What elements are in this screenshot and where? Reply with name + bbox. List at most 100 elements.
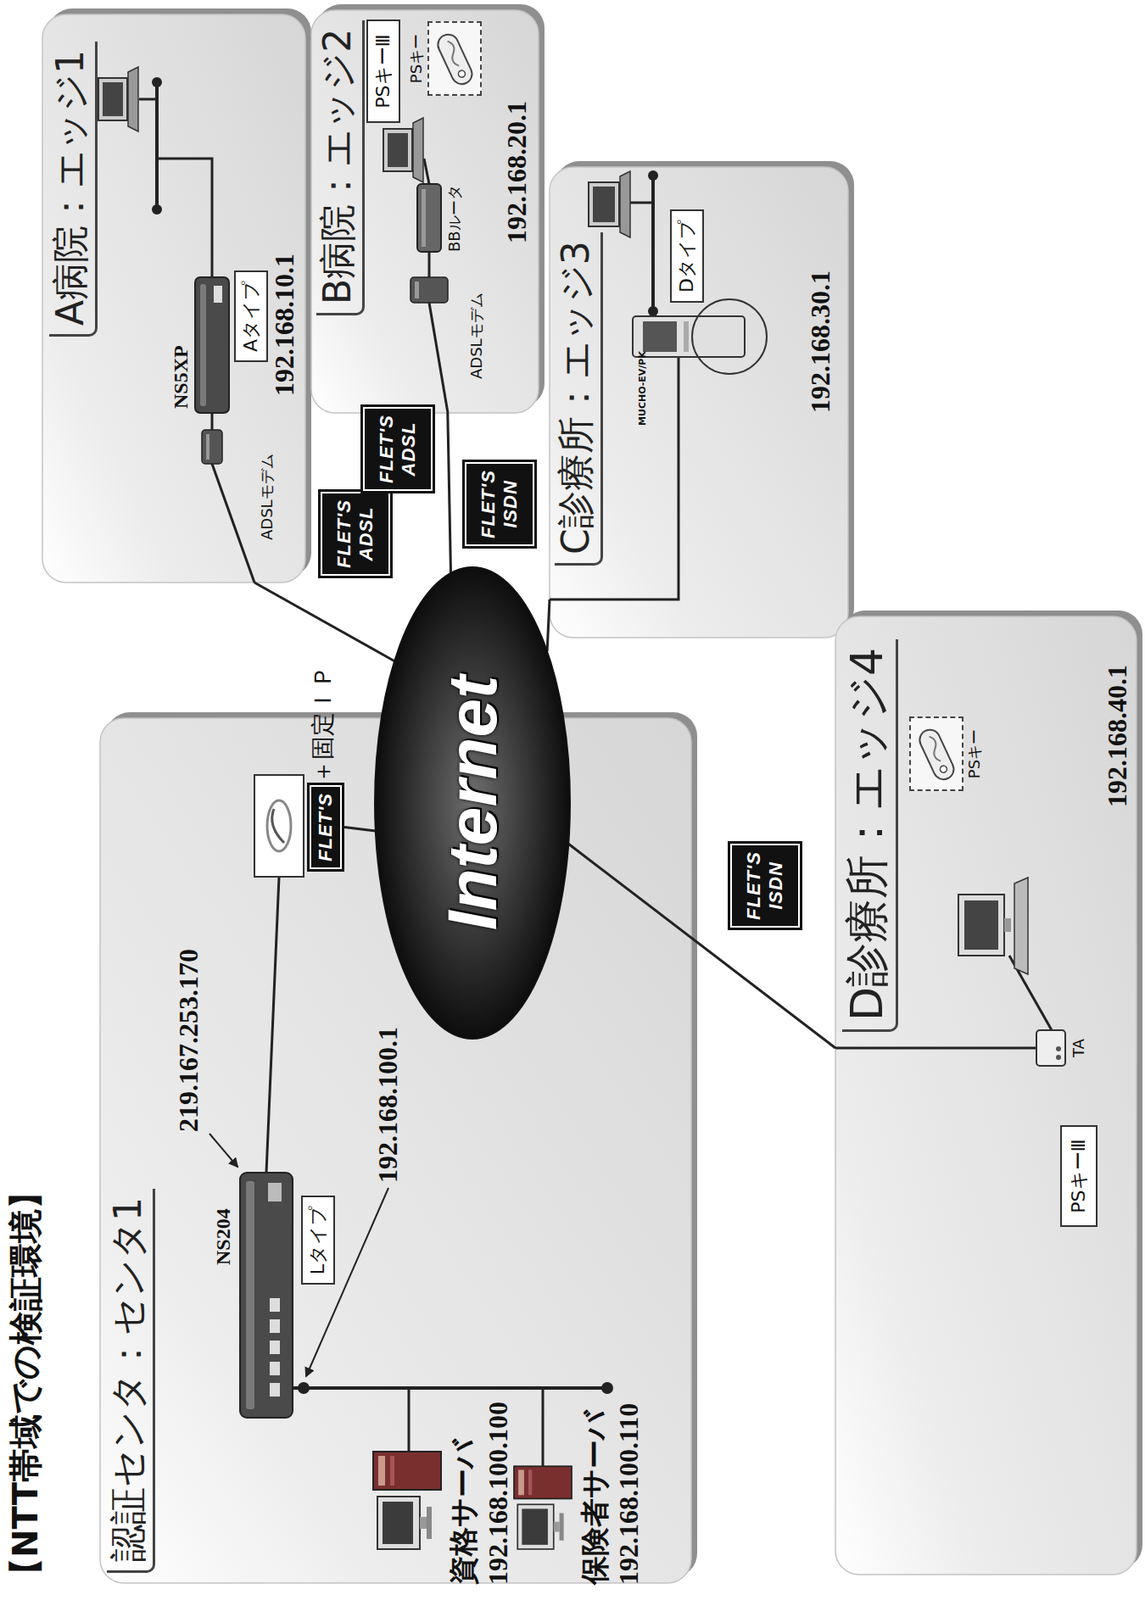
key-label: PSキー: [965, 729, 984, 779]
logo-text: FLET'S: [742, 851, 766, 921]
modem-device: [414, 281, 419, 299]
box-text: Aタイプ: [240, 280, 262, 352]
flets-terminal: [254, 775, 304, 877]
wire: [601, 1382, 614, 1395]
usb-key-icon: [434, 31, 475, 88]
usb-key-icon: [457, 69, 467, 79]
cloud-text: Internet: [434, 675, 511, 932]
wire: [139, 98, 157, 101]
ip-address: 192.168.100.1: [373, 1027, 403, 1184]
desktop-icon: [1014, 877, 1028, 975]
region-shapes: [42, 4, 1143, 1584]
server-icon: [517, 1504, 554, 1550]
usb-key-icon: [938, 765, 949, 775]
leader-arrow: [209, 1133, 389, 1377]
device-name: MUCHO-EV/PK: [637, 351, 648, 426]
logo-text: ISDN: [765, 861, 788, 911]
key-device: PSキー: [405, 19, 482, 98]
wire: [428, 251, 431, 278]
router-device: [269, 1298, 280, 1313]
router-device: [269, 1383, 280, 1397]
access-router: [632, 299, 767, 375]
desktop-icon: [958, 877, 1028, 975]
wire: [151, 77, 162, 88]
ip-address: 192.168.100.100: [483, 1401, 514, 1586]
server-icon: [521, 1508, 548, 1546]
ip-address: 192.168.100.110: [614, 1403, 644, 1586]
server-icon: [390, 1456, 395, 1486]
modem-device: [410, 277, 448, 303]
server-icon: [377, 1496, 420, 1550]
ip-address: 192.168.30.1: [805, 270, 836, 414]
key-device: PSキー: [909, 713, 986, 795]
wire: [424, 158, 430, 185]
server-icon: [419, 1517, 427, 1530]
logo-text: ADSL: [355, 507, 378, 562]
site-region: C診療所：エッジ3 Dタイプ: [549, 167, 849, 638]
modem-device: [206, 434, 210, 460]
logo-text: FLET'S: [314, 793, 337, 862]
wire: [156, 158, 213, 278]
ip-address: 192.168.40.1: [1102, 664, 1133, 808]
server-icon: [373, 1452, 442, 1550]
type-box: Aタイプ: [234, 270, 269, 363]
router-device: [417, 184, 442, 252]
terminal-adapter: [1036, 1030, 1066, 1067]
server-icon: [559, 1513, 565, 1542]
usb-key-icon: [910, 718, 962, 790]
laptop-icon: [383, 117, 424, 183]
box-text: PSキーⅢ: [372, 33, 394, 108]
router-device: [213, 285, 223, 303]
service-note: ＋固定ＩＰ: [310, 664, 337, 784]
router-device: [269, 1319, 280, 1334]
device-name: TA: [1070, 1038, 1088, 1058]
server-icon: [373, 1452, 442, 1491]
region-shape: [549, 167, 849, 638]
router-device: [417, 184, 442, 252]
server-icon: [513, 1466, 572, 1550]
wire: [212, 463, 255, 583]
wire: [647, 306, 659, 317]
device-name: NS5XP: [169, 345, 192, 409]
flets-badge: FLET'S: [307, 782, 345, 872]
flets-badge: FLET'SADSL: [318, 489, 393, 579]
wire: [151, 204, 162, 215]
laptop-icon: [588, 171, 631, 238]
type-box: Dタイプ: [670, 209, 704, 303]
wire: [292, 1386, 608, 1391]
server-icon: [378, 1456, 386, 1486]
device-name: ADSLモデム: [258, 453, 276, 541]
wire: [647, 170, 659, 181]
ip-address: 192.168.20.1: [502, 100, 532, 244]
wire: [407, 1388, 411, 1453]
network-link: [344, 827, 376, 832]
access-router: [692, 299, 767, 375]
network-link: [254, 582, 395, 662]
server-icon: [528, 1470, 532, 1497]
dashed-outline: [427, 21, 482, 96]
server-icon: [426, 1507, 432, 1540]
flets-badge: FLET'SADSL: [360, 404, 436, 494]
box-text: PSキーⅢ: [1067, 1139, 1090, 1213]
device-name: ADSLモデム: [468, 292, 486, 380]
region-heading: C診療所：エッジ3: [554, 232, 604, 566]
access-router: [683, 321, 689, 352]
server-name: 保険者サーバ: [579, 1410, 611, 1586]
box-text: Dタイプ: [675, 219, 698, 293]
region-shape: [311, 10, 539, 414]
usb-key-icon: [916, 726, 957, 783]
wire: [266, 876, 280, 1173]
flets-badge: FLET'SISDN: [727, 841, 803, 931]
desktop-icon: [964, 900, 999, 950]
server-icon: [382, 1502, 414, 1545]
site-region: D診療所：エッジ4PSキーPSキーⅢ: [835, 616, 1137, 1576]
page-title: 【NTT帯域での検証環境】: [6, 1175, 45, 1592]
usb-key-icon: [434, 31, 475, 88]
wire: [629, 201, 654, 205]
flets-terminal: [272, 809, 285, 844]
router-device: [200, 284, 207, 407]
laptop-icon: [128, 67, 139, 132]
network-link: [547, 599, 550, 652]
usb-key-icon: [926, 735, 944, 763]
